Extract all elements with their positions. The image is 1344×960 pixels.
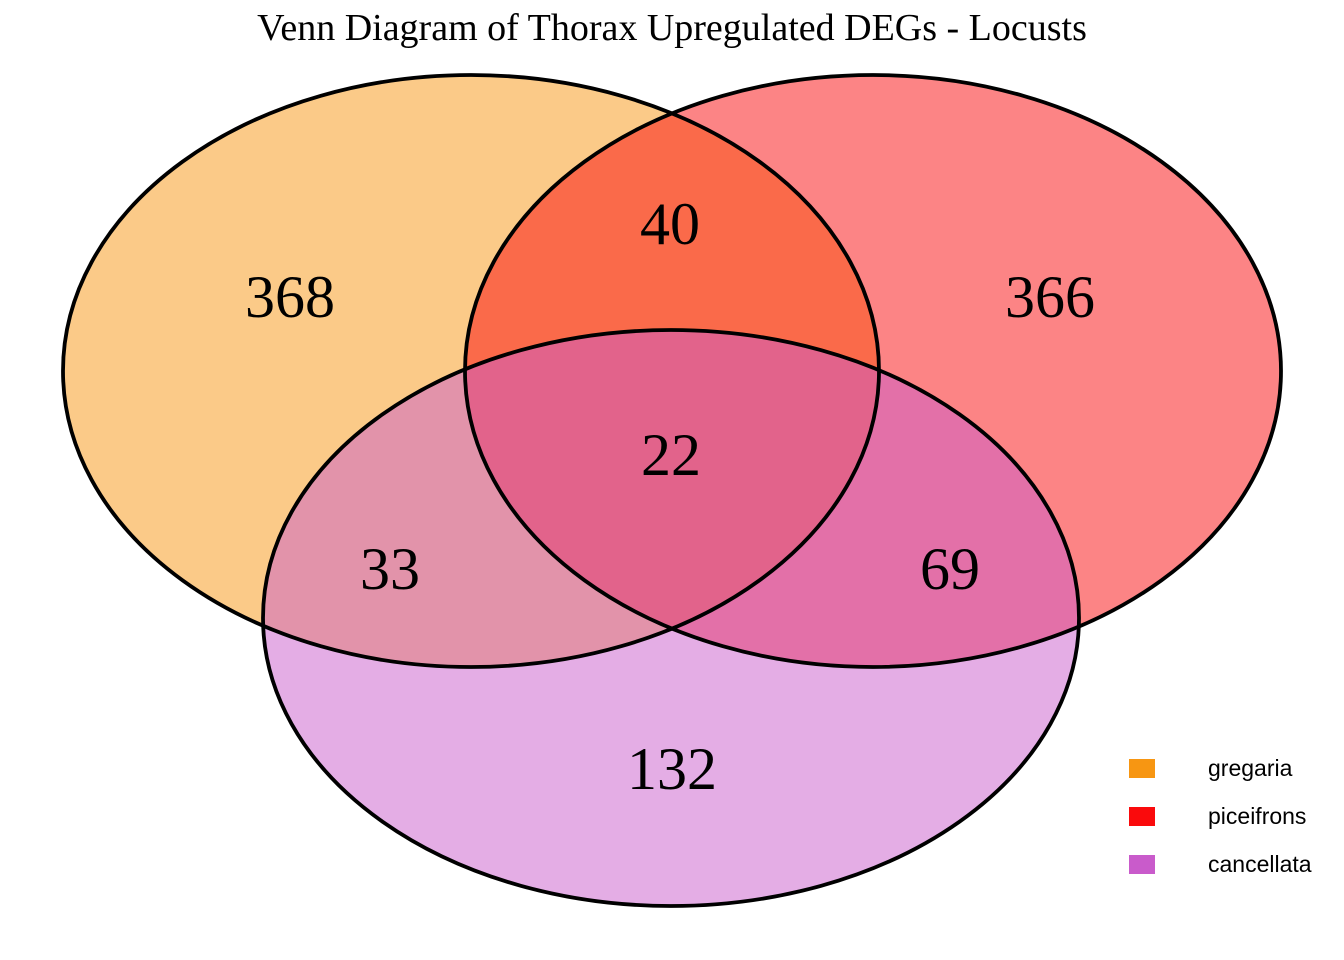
gregaria-swatch-rect xyxy=(1129,758,1155,778)
piceifrons-swatch-rect xyxy=(1129,806,1155,826)
legend-item-piceifrons: piceifrons xyxy=(1129,792,1312,840)
count-gregaria-piceifrons: 40 xyxy=(640,191,700,257)
legend-label-piceifrons: piceifrons xyxy=(1208,802,1307,829)
cancellata-ellipse-fill xyxy=(263,330,1079,906)
count-gregaria-only: 368 xyxy=(245,264,335,330)
figure-title: Venn Diagram of Thorax Upregulated DEGs … xyxy=(257,7,1087,49)
cancellata-ellipse-outline xyxy=(261,328,1081,908)
cancellata-swatch-icon xyxy=(1129,854,1155,874)
cancellata-swatch-rect xyxy=(1129,854,1155,874)
legend-label-cancellata: cancellata xyxy=(1208,850,1312,877)
count-piceifrons-cancellata: 69 xyxy=(920,536,980,602)
legend-item-gregaria: gregaria xyxy=(1129,744,1312,792)
count-cancellata-only: 132 xyxy=(627,736,717,802)
piceifrons-swatch-icon xyxy=(1129,806,1155,826)
legend: gregaria piceifrons cancellata xyxy=(1129,744,1312,888)
count-all-three: 22 xyxy=(641,422,701,488)
count-piceifrons-only: 366 xyxy=(1005,264,1095,330)
legend-item-cancellata: cancellata xyxy=(1129,840,1312,888)
legend-label-gregaria: gregaria xyxy=(1208,754,1293,781)
gregaria-swatch-icon xyxy=(1129,758,1155,778)
count-gregaria-cancellata: 33 xyxy=(360,536,420,602)
